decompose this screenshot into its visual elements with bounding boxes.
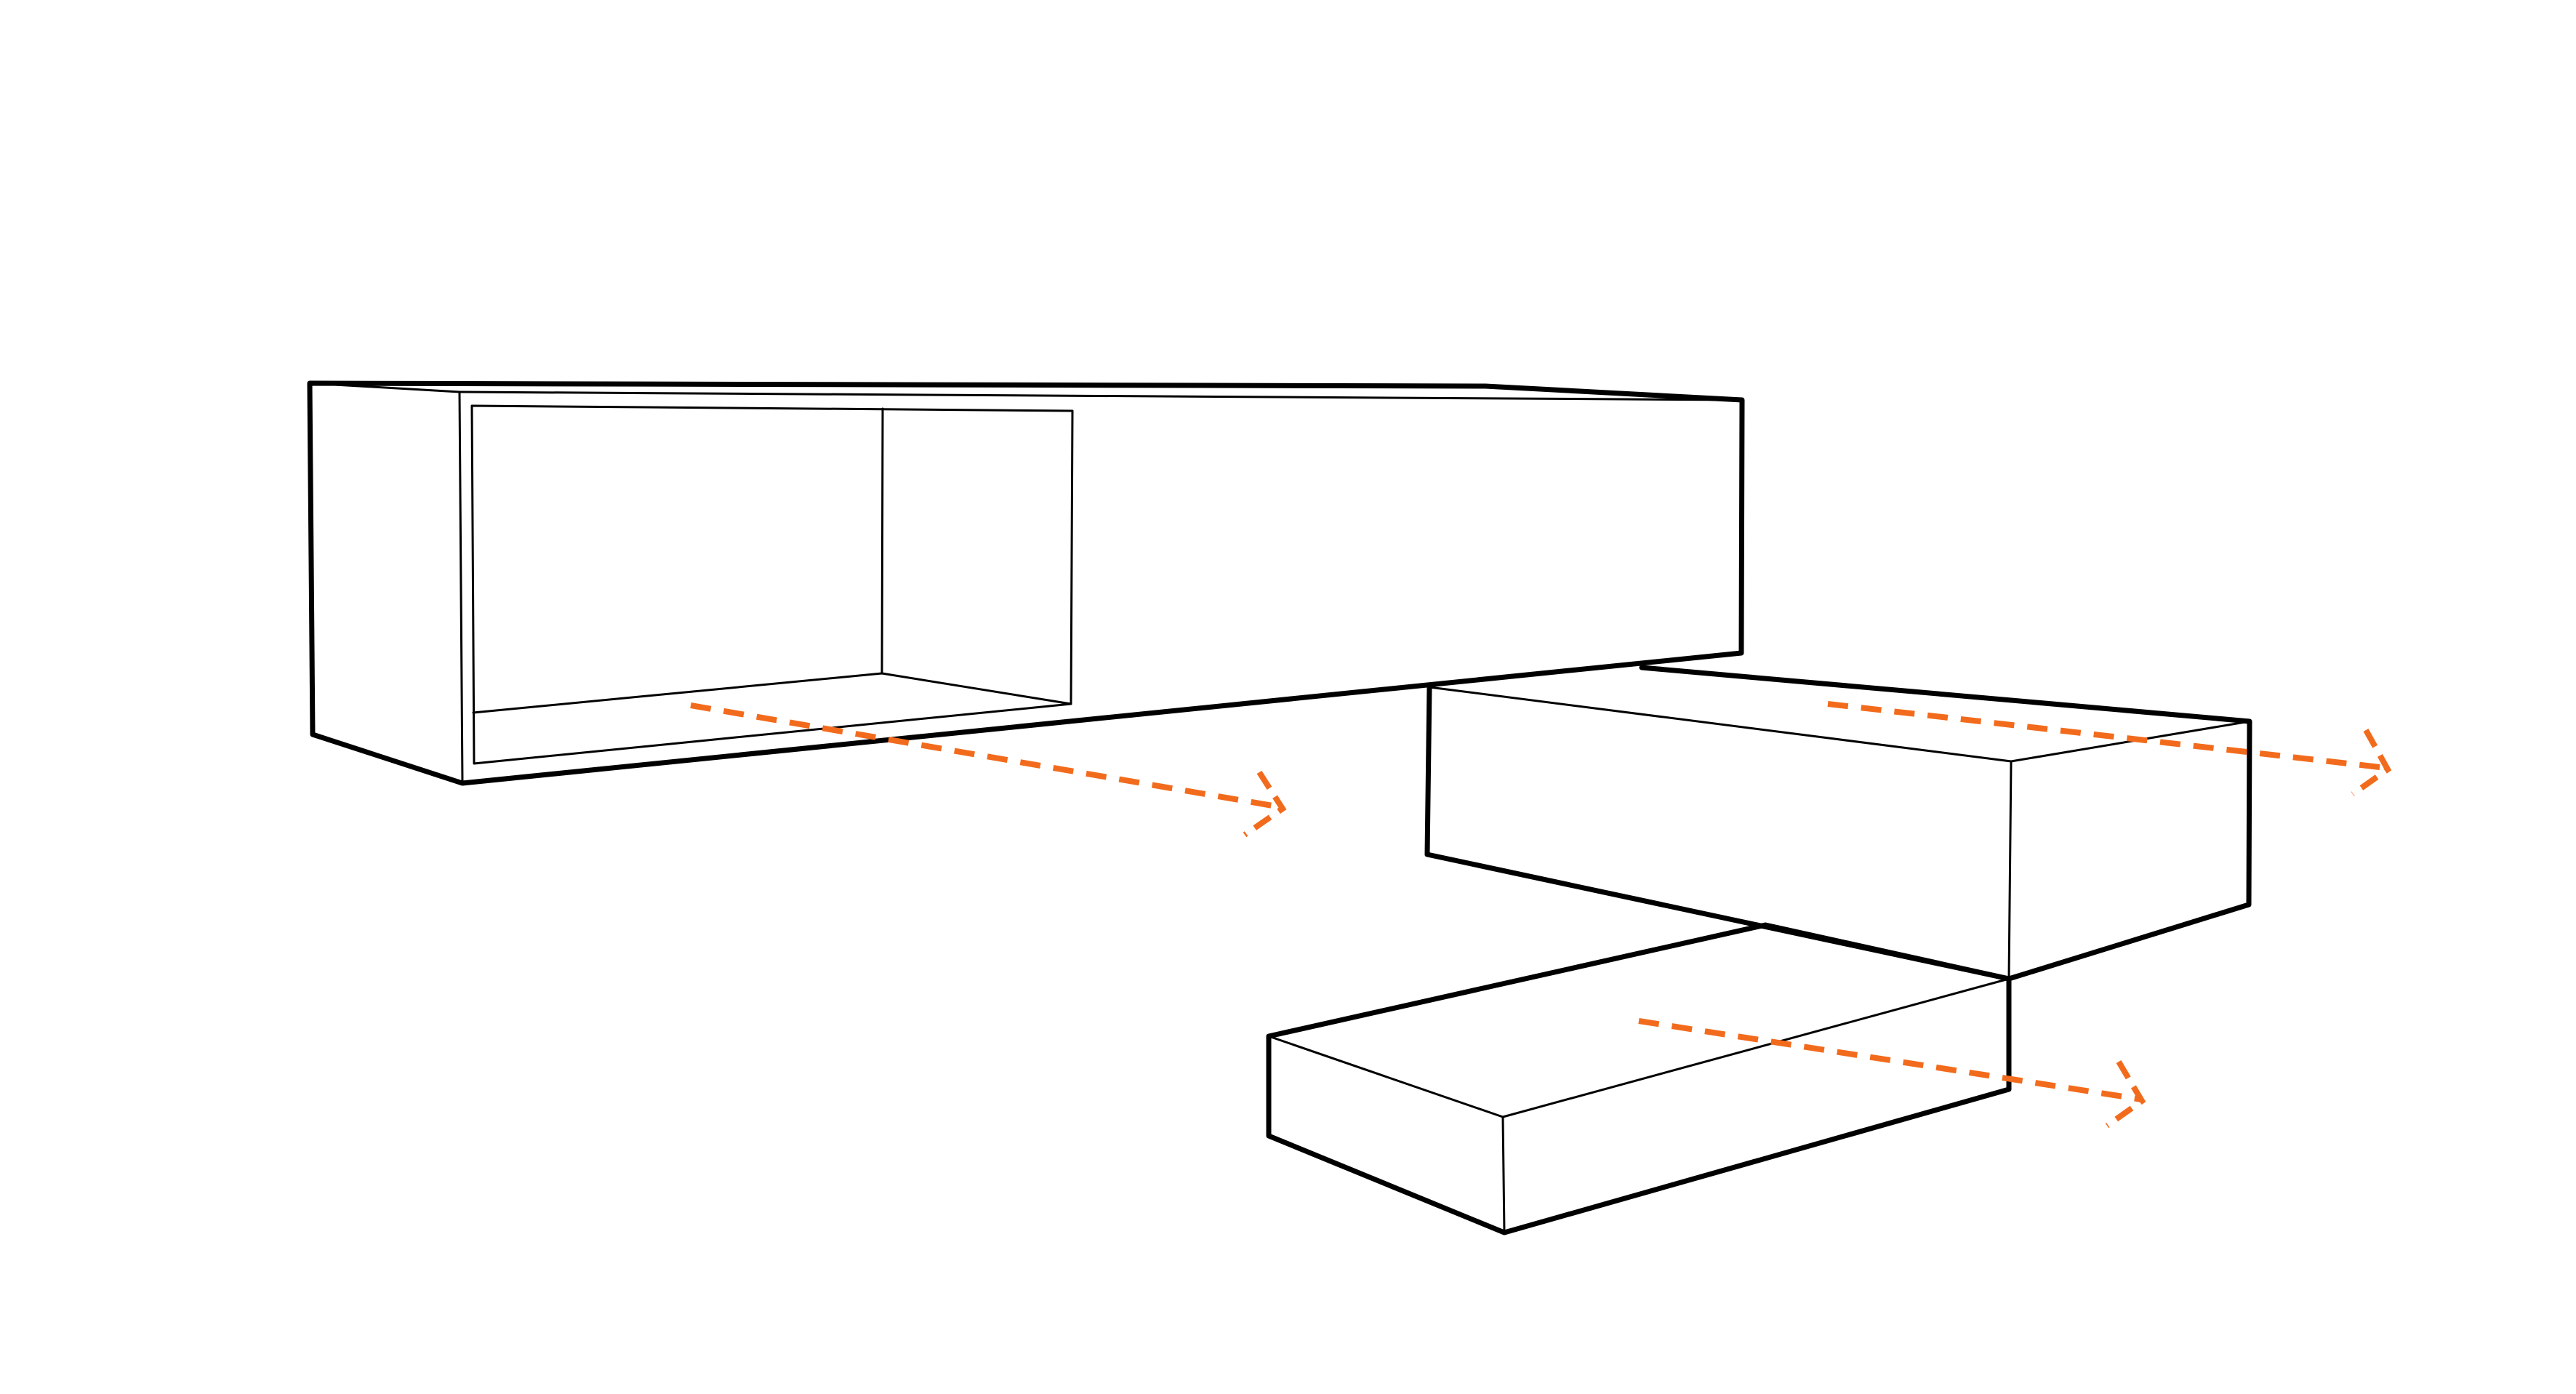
lower-block-arrow-shaft	[1638, 1018, 2143, 1102]
upper-shelf-arrow	[690, 702, 1287, 838]
lower-block-arrow-head	[2105, 1059, 2146, 1129]
upper-shelf-front-left-edge	[458, 390, 464, 785]
upper-shelf-floor-back	[472, 672, 1072, 714]
upper-shelf-box	[307, 380, 1745, 786]
middle-block-arrow	[1827, 701, 2392, 797]
lower-block-arrow	[1638, 1018, 2146, 1129]
upper-shelf-back-vertical	[880, 407, 884, 675]
middle-block-outline	[1424, 665, 2252, 982]
upper-shelf-arrow-head	[1243, 770, 1287, 838]
lower-block-front-corner	[1501, 1115, 1506, 1234]
middle-block-arrow-head	[2351, 729, 2392, 797]
lower-block-outline	[1266, 922, 2012, 1235]
lower-block	[1266, 922, 2012, 1235]
upper-shelf-outline	[307, 380, 1745, 786]
middle-block-front-corner	[2007, 760, 2013, 980]
middle-block	[1424, 665, 2252, 982]
middle-block-arrow-shaft	[1827, 701, 2387, 771]
